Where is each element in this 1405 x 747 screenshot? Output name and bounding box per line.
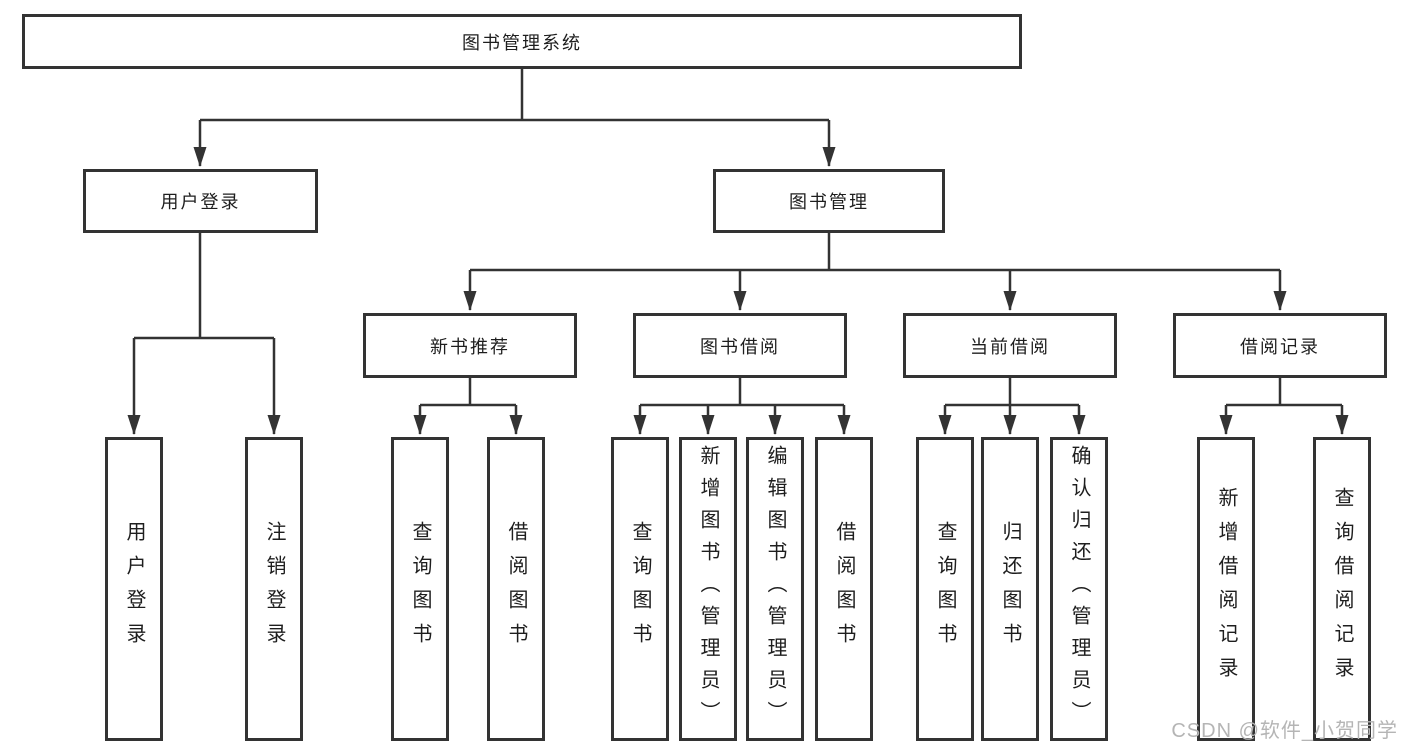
watermark: CSDN @软件_小贺同学 [1171,720,1398,742]
leaf-add-book-admin: 新增图书（管理员） [679,437,737,741]
leaf-query-borrow-record: 查询借阅记录 [1313,437,1371,741]
leaf-borrow-books-1: 借阅图书 [487,437,545,741]
node-book-borrowing: 图书借阅 [633,313,847,378]
leaf-logout: 注销登录 [245,437,303,741]
leaf-edit-book-admin: 编辑图书（管理员） [746,437,804,741]
node-borrow-records: 借阅记录 [1173,313,1387,378]
leaf-query-books-3: 查询图书 [916,437,974,741]
node-new-book-recommend: 新书推荐 [363,313,577,378]
node-current-borrowing: 当前借阅 [903,313,1117,378]
node-user-login-branch: 用户登录 [83,169,318,233]
leaf-user-login: 用户登录 [105,437,163,741]
node-root: 图书管理系统 [22,14,1022,69]
node-book-management: 图书管理 [713,169,945,233]
leaf-add-borrow-record: 新增借阅记录 [1197,437,1255,741]
leaf-confirm-return-admin: 确认归还（管理员） [1050,437,1108,741]
leaf-query-books-2: 查询图书 [611,437,669,741]
leaf-borrow-books-2: 借阅图书 [815,437,873,741]
leaf-query-books-1: 查询图书 [391,437,449,741]
leaf-return-books: 归还图书 [981,437,1039,741]
